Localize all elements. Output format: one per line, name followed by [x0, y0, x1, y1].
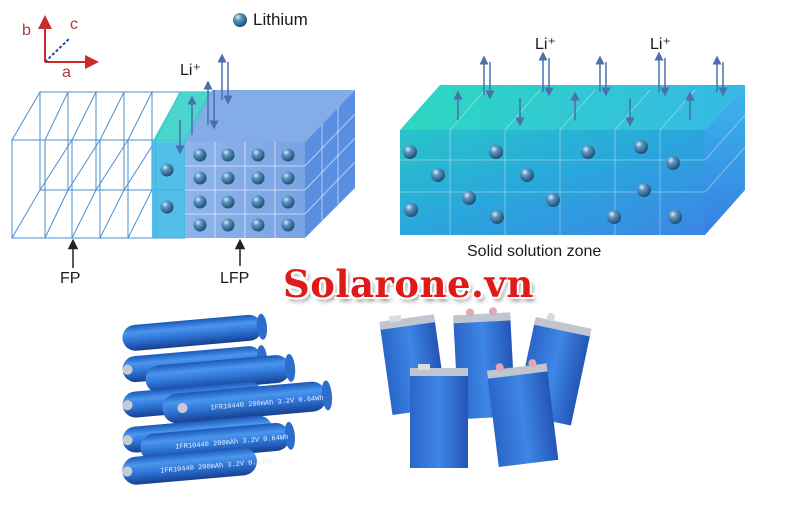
legend-lithium-label: Lithium	[253, 10, 308, 29]
axis-c-label: c	[70, 16, 78, 33]
solid-solution-lithium	[403, 140, 682, 224]
li-ion-label: Li⁺	[650, 36, 671, 53]
prismatic-cells	[379, 307, 592, 468]
solid-solution-block	[400, 51, 746, 235]
li-ion-label: Li⁺	[535, 36, 556, 53]
axis-a-label: a	[62, 64, 71, 81]
li-ion-label: Li⁺	[180, 62, 201, 79]
lithium-ball-icon	[233, 13, 247, 27]
cylindrical-cells: IFR10440 200mAh 3.2V 0.64Wh IFR10440 200…	[122, 313, 333, 485]
brand-watermark: Solarone.vn	[283, 262, 534, 306]
lfp-lithium-grid	[160, 148, 295, 232]
fp-label: FP	[60, 270, 81, 287]
axis-arrow-icon	[38, 15, 99, 69]
axis-b-label: b	[22, 22, 31, 39]
double-arrow-icon	[175, 53, 233, 155]
double-arrow-icon	[453, 51, 728, 127]
fp-lfp-block	[11, 53, 356, 268]
solid-solution-label: Solid solution zone	[467, 243, 602, 260]
lfp-label: LFP	[220, 270, 250, 287]
